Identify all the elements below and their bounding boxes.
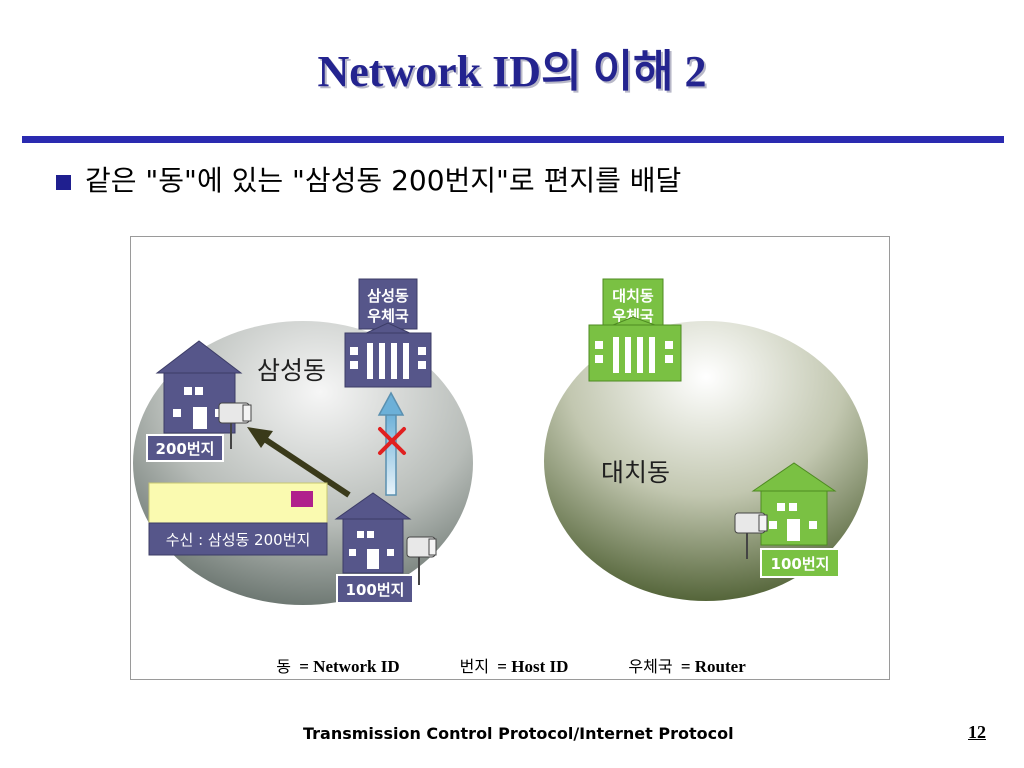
legend-item-router: 우체국 = Router (628, 653, 745, 677)
bullet-square-icon (56, 175, 71, 190)
legend-item-network-id: 동 = Network ID (276, 653, 399, 677)
page-number: 12 (968, 722, 986, 743)
left-post-office-label-1: 삼성동 (367, 287, 409, 305)
letter: 수신 : 삼성동 200번지 (149, 483, 327, 555)
legend-meaning: = Host ID (497, 657, 568, 676)
house-100-right-label: 100번지 (771, 555, 830, 573)
house-100-left-label: 100번지 (346, 581, 405, 599)
legend-meaning: = Router (681, 657, 746, 676)
diagram-legend: 동 = Network ID 번지 = Host ID 우체국 = Router (131, 653, 891, 677)
bullet-row: 같은 "동"에 있는 "삼성동 200번지"로 편지를 배달 (56, 167, 681, 195)
title-divider (22, 136, 1004, 143)
legend-term: 번지 (460, 657, 489, 676)
legend-term: 동 (276, 657, 291, 676)
legend-item-host-id: 번지 = Host ID (460, 653, 569, 677)
slide-title: Network ID의 이해 2 (0, 50, 1024, 94)
house-200-tag: 200번지 (147, 435, 223, 461)
letter-address: 수신 : 삼성동 200번지 (166, 531, 311, 549)
legend-meaning: = Network ID (299, 657, 399, 676)
bullet-text: 같은 "동"에 있는 "삼성동 200번지"로 편지를 배달 (85, 167, 681, 195)
house-100-right-tag: 100번지 (761, 549, 839, 577)
legend-term: 우체국 (628, 657, 672, 676)
right-dong-label: 대치동 (601, 458, 670, 487)
left-post-office: 삼성동 우체국 (345, 279, 431, 387)
house-100-left-tag: 100번지 (337, 575, 413, 603)
house-200-label: 200번지 (156, 440, 215, 458)
footer-course-title: Transmission Control Protocol/Internet P… (303, 724, 734, 743)
left-post-office-label-2: 우체국 (367, 307, 409, 325)
left-dong-label: 삼성동 (257, 356, 326, 385)
network-id-diagram: 대치동 삼성동 우체국 삼성동 (130, 236, 890, 680)
right-post-office: 대치동 우체국 (589, 279, 681, 381)
right-post-office-label-1: 대치동 (612, 287, 654, 305)
diagram-canvas: 대치동 삼성동 우체국 삼성동 (131, 237, 891, 681)
